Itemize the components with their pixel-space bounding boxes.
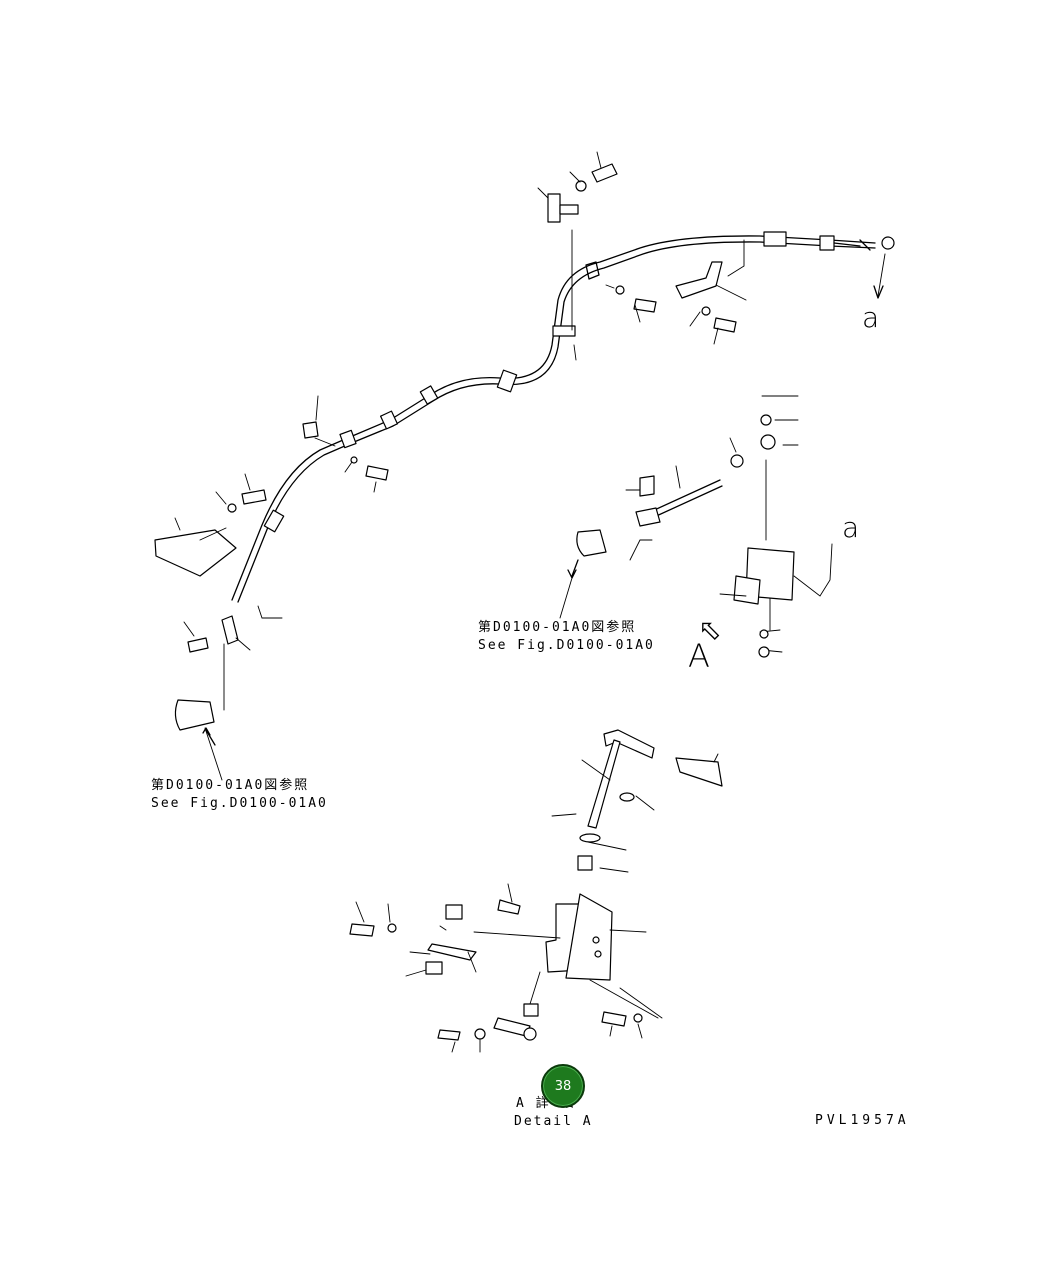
callout-number: 38 xyxy=(554,1078,572,1094)
right-rod-assembly xyxy=(559,395,799,619)
lower-left-actuator xyxy=(174,605,283,781)
drawing-code: PVL1957A xyxy=(815,1113,910,1128)
upper-bracket xyxy=(537,151,618,223)
pedal-bracket-small xyxy=(719,543,833,658)
right-bracket xyxy=(605,239,747,345)
callout-badge[interactable]: 38 xyxy=(541,1064,585,1108)
detail-a-assembly xyxy=(349,729,723,1053)
view-label-a-lower: a xyxy=(842,511,860,544)
left-plate xyxy=(154,395,389,577)
ref-left-ja: 第D0100-01A0図参照 xyxy=(151,778,310,793)
ref-right-en: See Fig.D0100-01A0 xyxy=(478,638,655,653)
ref-right-ja: 第D0100-01A0図参照 xyxy=(478,620,637,635)
view-label-A: A xyxy=(688,637,710,675)
detail-label-en: Detail A xyxy=(514,1114,593,1129)
cable-assembly xyxy=(231,231,895,603)
ref-left-en: See Fig.D0100-01A0 xyxy=(151,796,328,811)
view-label-a-upper: a xyxy=(862,301,880,334)
cable-clamps xyxy=(496,229,600,393)
